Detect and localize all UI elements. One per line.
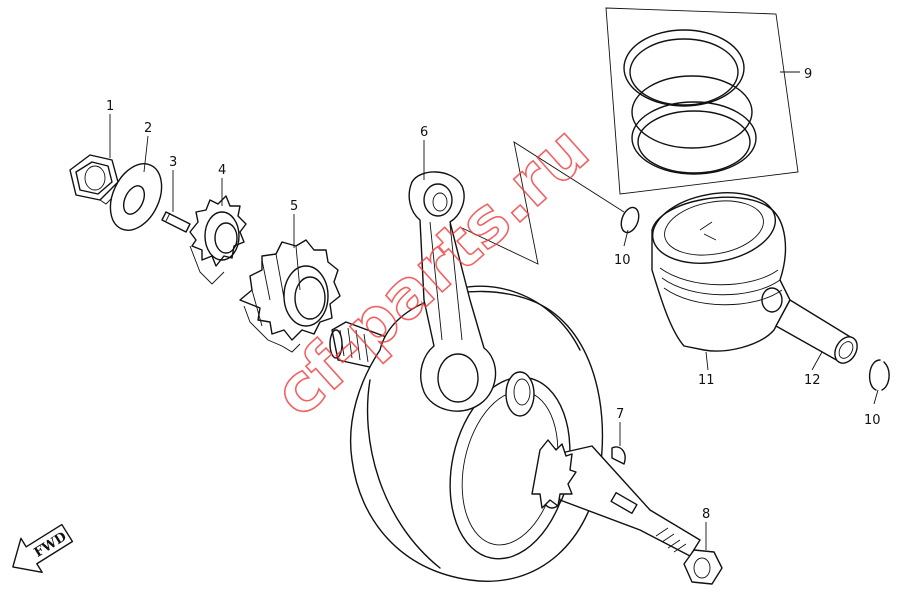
part-10-circlip-right <box>869 359 890 391</box>
callout-8: 8 <box>702 507 710 522</box>
part-3-key <box>161 211 191 233</box>
callout-leaders <box>109 71 879 550</box>
callout-5: 5 <box>290 199 298 214</box>
callout-9: 9 <box>804 67 812 82</box>
part-4-sprocket <box>189 195 247 285</box>
callout-11: 11 <box>698 373 715 388</box>
callout-numbers: 1 2 3 4 5 6 7 8 9 10 10 11 12 <box>106 67 881 522</box>
crankshaft-assembly <box>329 285 701 582</box>
callout-7: 7 <box>616 407 624 422</box>
callout-1: 1 <box>106 99 114 114</box>
fwd-direction-arrow: FWD <box>12 523 74 573</box>
callout-10-right: 10 <box>864 413 881 428</box>
part-11-piston <box>651 192 791 352</box>
callout-6: 6 <box>420 125 428 140</box>
callout-4: 4 <box>218 163 226 178</box>
part-7-woodruff-key <box>611 446 626 465</box>
callout-12: 12 <box>804 373 821 388</box>
part-9-piston-rings <box>605 7 799 195</box>
part-8-flange-nut <box>683 549 723 585</box>
part-10-circlip-left <box>620 206 640 234</box>
part-6-connecting-rod <box>408 171 497 412</box>
part-12-piston-pin <box>775 299 858 364</box>
assembly-guide-lines <box>461 141 625 265</box>
part-5-drive-gear <box>239 239 341 353</box>
callout-10-left: 10 <box>614 253 631 268</box>
callout-3: 3 <box>169 155 177 170</box>
part-2-washer <box>109 163 163 231</box>
callout-2: 2 <box>144 121 152 136</box>
